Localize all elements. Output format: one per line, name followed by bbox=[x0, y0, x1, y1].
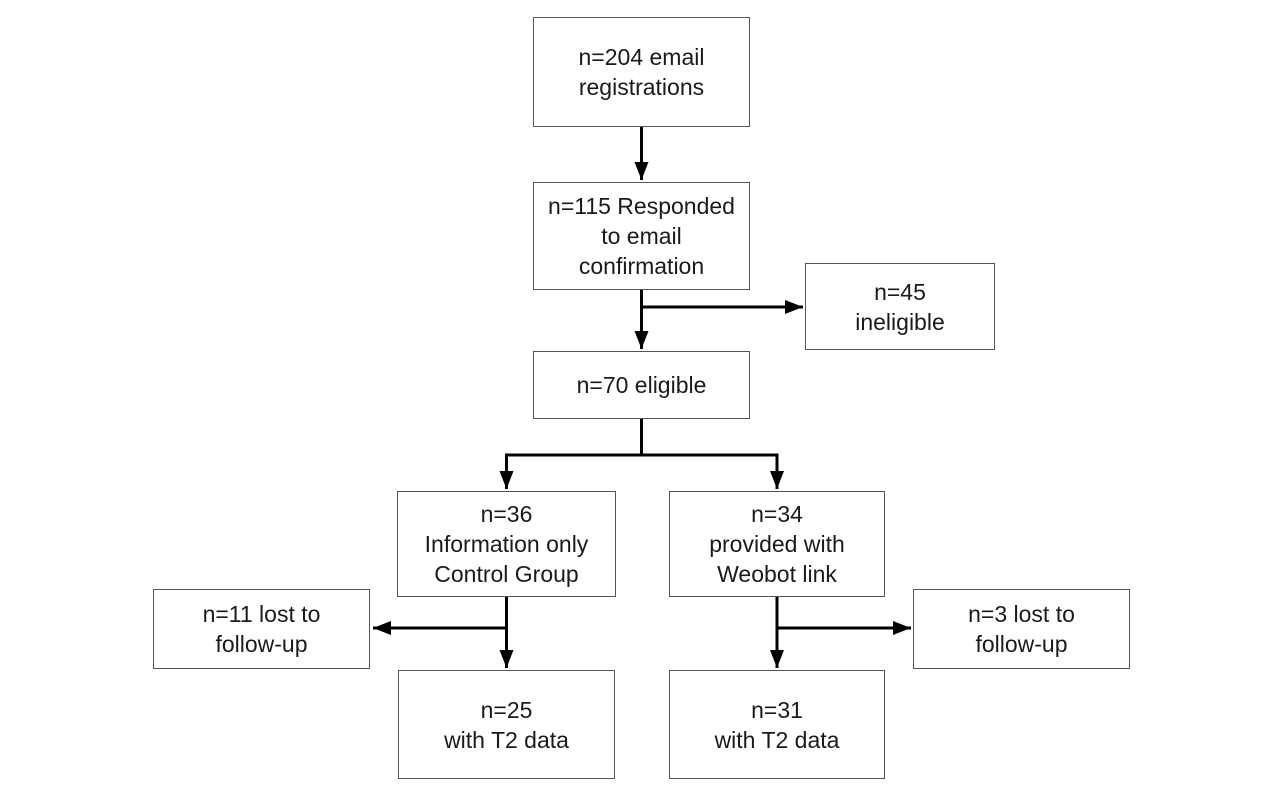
node-t2-data-weobot: n=31 with T2 data bbox=[669, 670, 885, 779]
node-weobot-group: n=34 provided with Weobot link bbox=[669, 491, 885, 597]
node-ineligible: n=45 ineligible bbox=[805, 263, 995, 350]
node-email-registrations: n=204 email registrations bbox=[533, 17, 750, 127]
node-responded-confirmation: n=115 Responded to email confirmation bbox=[533, 182, 750, 290]
node-lost-followup-weobot: n=3 lost to follow-up bbox=[913, 589, 1130, 669]
node-lost-followup-control: n=11 lost to follow-up bbox=[153, 589, 370, 669]
node-t2-data-control: n=25 with T2 data bbox=[398, 670, 615, 779]
node-control-group: n=36 Information only Control Group bbox=[397, 491, 616, 597]
node-eligible: n=70 eligible bbox=[533, 351, 750, 419]
